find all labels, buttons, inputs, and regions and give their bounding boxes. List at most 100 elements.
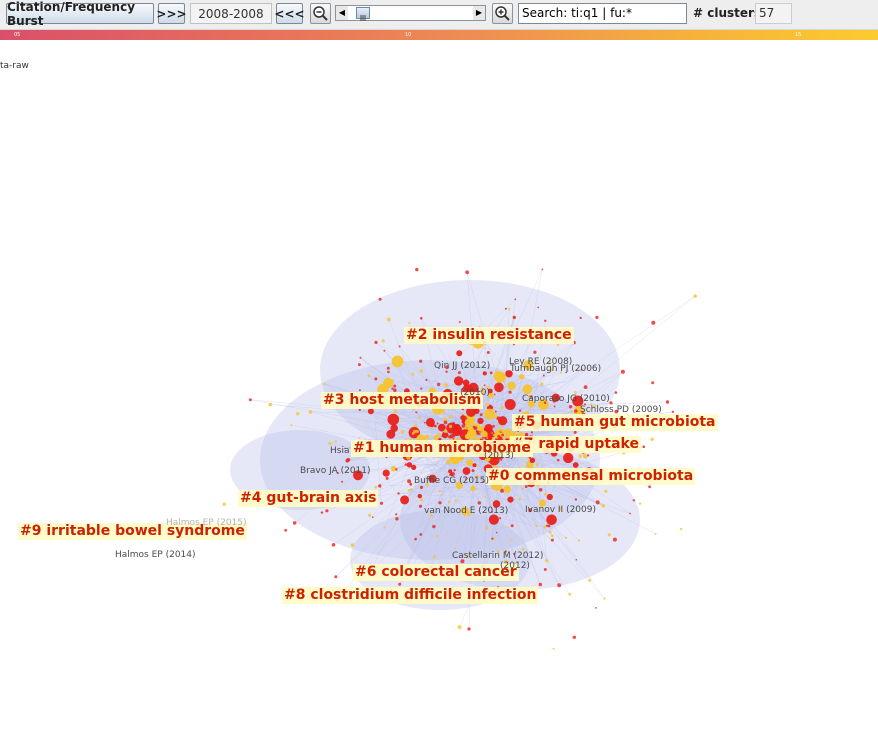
reference-node bbox=[457, 382, 460, 386]
zoom-in-icon[interactable] bbox=[492, 3, 513, 24]
citation-burst-button[interactable]: Citation/Frequency Burst bbox=[6, 0, 154, 28]
cluster-label[interactable]: #2 insulin resistance bbox=[404, 327, 574, 344]
reference-node bbox=[415, 267, 419, 272]
cluster-label[interactable]: #8 clostridium difficile infection bbox=[282, 587, 539, 604]
reference-label[interactable]: Caporaso JG (2010) bbox=[522, 394, 610, 404]
reference-node bbox=[382, 469, 390, 477]
reference-label[interactable]: (2013) bbox=[484, 451, 514, 461]
reference-node bbox=[474, 424, 477, 427]
reference-node bbox=[359, 356, 362, 359]
reference-node bbox=[593, 404, 596, 408]
reference-label[interactable]: Schloss PD (2009) bbox=[580, 405, 662, 415]
citation-link bbox=[437, 450, 474, 499]
reference-node bbox=[583, 385, 588, 389]
timeline-mark: 05 bbox=[14, 32, 21, 38]
zoom-out-icon[interactable] bbox=[310, 3, 331, 24]
reference-label[interactable]: Hsia bbox=[330, 446, 350, 456]
reference-node bbox=[374, 485, 378, 489]
reference-node bbox=[495, 531, 498, 534]
cluster-label[interactable]: #5 human gut microbiota bbox=[512, 414, 718, 431]
reference-label[interactable]: Buffie CG (2015) bbox=[414, 476, 490, 486]
reference-node bbox=[452, 422, 455, 425]
reference-node bbox=[487, 392, 494, 399]
reference-node bbox=[383, 349, 386, 352]
next-year-button[interactable]: >>> bbox=[156, 3, 187, 24]
reference-node bbox=[448, 469, 453, 474]
reference-node bbox=[650, 437, 654, 441]
slider-left-arrow[interactable]: ◀ bbox=[336, 6, 348, 20]
reference-node bbox=[518, 409, 522, 412]
cluster-label[interactable]: #3 host metabolism bbox=[321, 392, 484, 409]
reference-node bbox=[500, 458, 503, 461]
reference-node bbox=[443, 383, 448, 388]
citation-link bbox=[467, 495, 494, 557]
reference-node bbox=[471, 469, 475, 473]
reference-node bbox=[528, 400, 535, 408]
reference-node bbox=[587, 454, 590, 457]
reference-node bbox=[420, 387, 423, 390]
reference-label[interactable]: Halmos EP (2015) bbox=[166, 518, 247, 528]
reference-node bbox=[564, 536, 568, 540]
reference-node bbox=[328, 441, 332, 446]
citation-link bbox=[487, 402, 546, 418]
reference-node bbox=[435, 534, 439, 538]
reference-node bbox=[573, 405, 585, 417]
reference-label[interactable]: Castellarin M (2012) bbox=[452, 551, 544, 561]
reference-node bbox=[464, 478, 467, 480]
cluster-label[interactable]: #0 commensal microbiota bbox=[486, 468, 696, 485]
reference-label[interactable]: Halmos EP (2014) bbox=[115, 550, 196, 560]
reference-node bbox=[387, 370, 390, 374]
reference-label[interactable]: van Nood E (2013) bbox=[424, 506, 509, 516]
citation-link bbox=[514, 365, 529, 402]
time-slider[interactable]: ◀ ▶ bbox=[335, 5, 486, 21]
cluster-label[interactable]: #1 human microbiome bbox=[351, 440, 533, 457]
reference-node bbox=[484, 424, 493, 433]
slider-thumb[interactable] bbox=[356, 7, 370, 21]
reference-node bbox=[445, 370, 448, 373]
reference-node bbox=[477, 437, 480, 441]
reference-label[interactable]: Bravo JA (2011) bbox=[300, 466, 371, 476]
reference-node bbox=[446, 460, 451, 465]
reference-node bbox=[521, 487, 524, 491]
prev-year-button[interactable]: <<< bbox=[274, 3, 305, 24]
reference-node bbox=[568, 592, 572, 596]
cluster-label[interactable]: #7 rapid uptake bbox=[510, 436, 641, 453]
cluster-label[interactable]: #9 irritable bowel syndrome bbox=[18, 523, 247, 540]
reference-node bbox=[510, 538, 513, 541]
reference-node bbox=[494, 371, 506, 383]
reference-node bbox=[395, 517, 399, 521]
reference-node bbox=[529, 457, 536, 463]
reference-node bbox=[473, 426, 478, 430]
reference-label[interactable]: Ley RE (2008) bbox=[509, 357, 573, 367]
reference-node bbox=[465, 554, 470, 559]
reference-node bbox=[579, 316, 582, 320]
reference-label[interactable]: Qin JJ (2012) bbox=[434, 361, 491, 371]
reference-label[interactable]: (2010) bbox=[460, 388, 490, 398]
reference-node bbox=[350, 543, 355, 547]
cluster-label[interactable]: #6 colorectal cancer bbox=[353, 564, 519, 581]
reference-node bbox=[433, 435, 439, 441]
reference-node bbox=[479, 438, 482, 441]
reference-node bbox=[398, 582, 402, 586]
reference-node bbox=[411, 464, 417, 470]
cluster-label[interactable]: #4 gut-brain axis bbox=[238, 490, 379, 507]
reference-node bbox=[544, 319, 547, 322]
search-input[interactable]: Search: ti:q1 | fu:* bbox=[518, 3, 687, 24]
reference-node bbox=[478, 426, 485, 432]
reference-label[interactable]: (2012) bbox=[500, 561, 530, 571]
reference-node bbox=[483, 384, 486, 387]
reference-node bbox=[357, 363, 361, 367]
reference-label[interactable]: Ivanov II (2009) bbox=[525, 505, 596, 515]
reference-label[interactable]: Turnbaugh PJ (2006) bbox=[510, 364, 602, 374]
reference-node bbox=[545, 559, 549, 563]
reference-node bbox=[557, 583, 562, 588]
slider-right-arrow[interactable]: ▶ bbox=[473, 6, 485, 20]
reference-node bbox=[418, 504, 423, 508]
reference-node bbox=[438, 423, 446, 432]
timeline-color-bar: 05 10 15 bbox=[0, 30, 878, 40]
reference-node bbox=[393, 384, 397, 388]
clusters-count-field[interactable]: 57 bbox=[755, 3, 792, 24]
reference-node bbox=[480, 430, 488, 438]
reference-node bbox=[484, 347, 487, 350]
citation-link bbox=[406, 473, 453, 493]
